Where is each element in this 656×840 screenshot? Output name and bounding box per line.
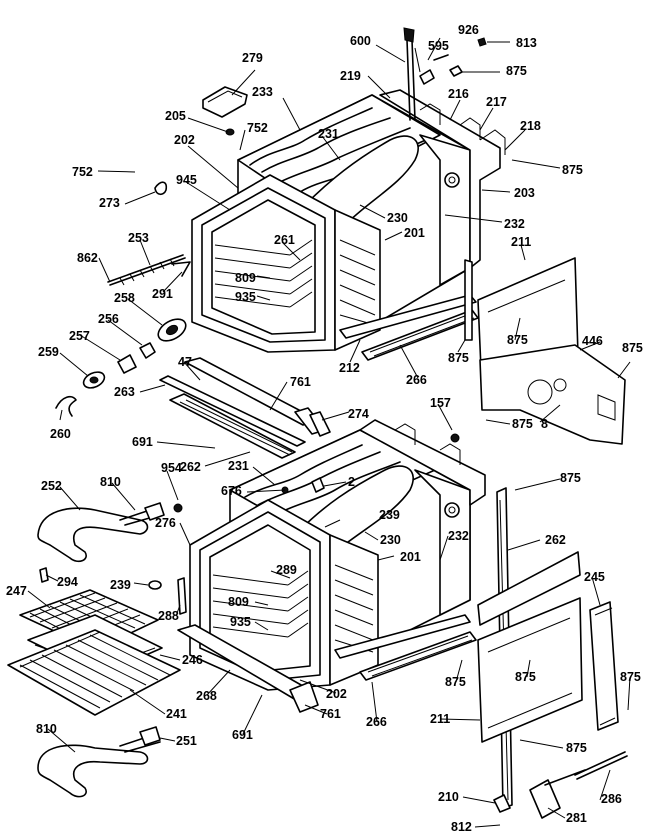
part-label-676: 676: [221, 484, 242, 498]
part-label-241: 241: [166, 707, 187, 721]
left-accessories: [7, 477, 325, 798]
part-label-276: 276: [155, 516, 176, 530]
part-label-286: 286: [601, 792, 622, 806]
part-label-260: 260: [50, 427, 71, 441]
part-label-761: 761: [320, 707, 341, 721]
part-label-945: 945: [176, 173, 197, 187]
part-label-263: 263: [114, 385, 135, 399]
part-label-231: 231: [228, 459, 249, 473]
upper-oven-assembly: [191, 89, 506, 361]
part-label-875: 875: [560, 471, 581, 485]
part-label-216: 216: [448, 87, 469, 101]
part-label-862: 862: [77, 251, 98, 265]
part-label-274: 274: [348, 407, 369, 421]
part-label-245: 245: [584, 570, 605, 584]
part-label-239: 239: [110, 578, 131, 592]
part-label-202: 202: [326, 687, 347, 701]
part-label-233: 233: [252, 85, 273, 99]
part-label-252: 252: [41, 479, 62, 493]
part-label-809: 809: [228, 595, 249, 609]
part-label-288: 288: [158, 609, 179, 623]
part-label-259: 259: [38, 345, 59, 359]
part-label-266: 266: [366, 715, 387, 729]
part-label-761: 761: [290, 375, 311, 389]
part-label-157: 157: [430, 396, 451, 410]
part-label-273: 273: [99, 196, 120, 210]
part-label-231: 231: [318, 127, 339, 141]
lower-rail-parts: [159, 357, 331, 459]
upper-side-panel: [477, 257, 626, 445]
part-label-266: 266: [406, 373, 427, 387]
part-label-218: 218: [520, 119, 541, 133]
part-label-262: 262: [180, 460, 201, 474]
part-label-232: 232: [448, 529, 469, 543]
part-label-691: 691: [232, 728, 253, 742]
part-label-810: 810: [36, 722, 57, 736]
part-label-752: 752: [247, 121, 268, 135]
part-label-691: 691: [132, 435, 153, 449]
part-label-239: 239: [379, 508, 400, 522]
part-label-210: 210: [438, 790, 459, 804]
part-label-201: 201: [404, 226, 425, 240]
part-label-217: 217: [486, 95, 507, 109]
part-label-875: 875: [620, 670, 641, 684]
part-label-212: 212: [339, 361, 360, 375]
part-number-labels: 600 926 813 595 875 279 219 233 216 217 218 205 752 2…: [6, 23, 643, 834]
part-label-203: 203: [514, 186, 535, 200]
part-label-289: 289: [276, 563, 297, 577]
part-label-875: 875: [622, 341, 643, 355]
part-label-875: 875: [515, 670, 536, 684]
part-label-202: 202: [174, 133, 195, 147]
part-label-205: 205: [165, 109, 186, 123]
part-label-935: 935: [235, 290, 256, 304]
part-label-875: 875: [445, 675, 466, 689]
part-label-2: 2: [348, 475, 355, 489]
part-label-256: 256: [98, 312, 119, 326]
part-label-268: 268: [196, 689, 217, 703]
part-label-875: 875: [448, 351, 469, 365]
part-label-875: 875: [507, 333, 528, 347]
part-label-47: 47: [178, 355, 192, 369]
part-label-926: 926: [458, 23, 479, 37]
part-label-294: 294: [57, 575, 78, 589]
part-label-281: 281: [566, 811, 587, 825]
part-label-810: 810: [100, 475, 121, 489]
part-label-261: 261: [274, 233, 295, 247]
part-label-875: 875: [566, 741, 587, 755]
leader-lines: [27, 37, 631, 828]
part-label-232: 232: [504, 217, 525, 231]
part-label-230: 230: [387, 211, 408, 225]
part-label-446: 446: [582, 334, 603, 348]
part-label-812: 812: [451, 820, 472, 834]
part-label-257: 257: [69, 329, 90, 343]
part-label-595: 595: [428, 39, 449, 53]
part-label-258: 258: [114, 291, 135, 305]
part-label-8: 8: [541, 417, 548, 431]
upper-small-parts: [55, 27, 487, 417]
part-label-230: 230: [380, 533, 401, 547]
part-label-954: 954: [161, 461, 182, 475]
part-label-875: 875: [512, 417, 533, 431]
part-label-809: 809: [235, 271, 256, 285]
part-label-246: 246: [182, 653, 203, 667]
part-label-600: 600: [350, 34, 371, 48]
part-label-291: 291: [152, 287, 173, 301]
part-label-875: 875: [562, 163, 583, 177]
part-label-247: 247: [6, 584, 27, 598]
part-label-251: 251: [176, 734, 197, 748]
part-label-875: 875: [506, 64, 527, 78]
part-label-262: 262: [545, 533, 566, 547]
part-label-752: 752: [72, 165, 93, 179]
part-label-253: 253: [128, 231, 149, 245]
lower-oven-assembly: [177, 419, 486, 713]
part-label-201: 201: [400, 550, 421, 564]
part-label-935: 935: [230, 615, 251, 629]
part-label-211: 211: [430, 712, 450, 726]
part-label-813: 813: [516, 36, 537, 50]
part-label-211: 211: [511, 235, 531, 249]
part-label-219: 219: [340, 69, 361, 83]
part-label-279: 279: [242, 51, 263, 65]
lower-side-parts: [450, 433, 628, 819]
